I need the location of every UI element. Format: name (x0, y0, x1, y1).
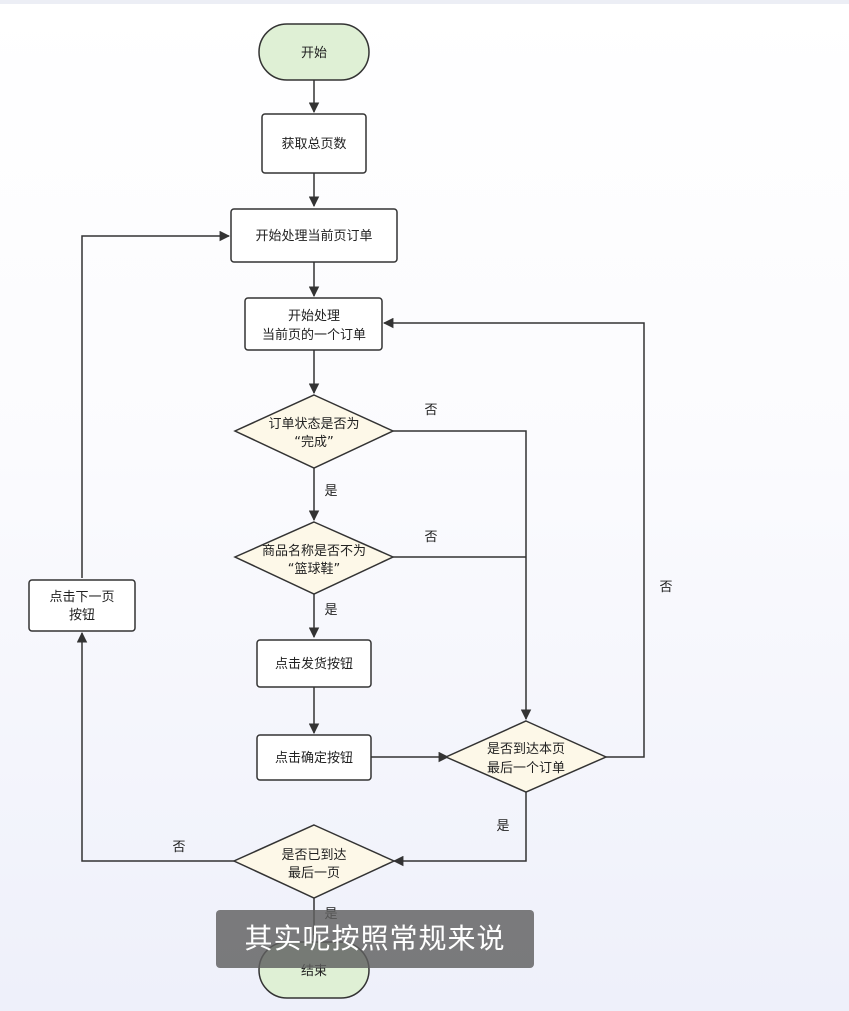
click-confirm-node (256, 734, 372, 781)
process-one-order-node (244, 297, 383, 351)
name-yes-label: 是 (324, 603, 337, 618)
last-order-yes-label: 是 (496, 819, 509, 834)
process-one-order-label-line1: 开始处理 (288, 309, 340, 324)
process-one-order-label-line2: 当前页的一个订单 (262, 327, 366, 343)
last-order-label-line1: 是否到达本页 (487, 742, 565, 757)
last-page-decision (232, 824, 396, 899)
last-order-decision (444, 720, 608, 793)
next-page-node (28, 579, 136, 632)
edge-next-page-to-process-page (81, 230, 231, 578)
status-no-label: 否 (424, 403, 437, 418)
edge-last-order-no (382, 317, 645, 758)
process-current-page-label: 开始处理当前页订单 (255, 228, 372, 244)
last-order-no-label: 否 (659, 580, 672, 595)
process-current-page-node (230, 208, 398, 263)
check-name-label-line1: 商品名称是否不为 (262, 543, 366, 559)
last-page-no-label: 否 (172, 840, 185, 855)
check-status-label-line1: 订单状态是否为 (268, 417, 359, 432)
check-status-label-line2: “完成” (294, 435, 333, 450)
next-page-label-line2: 按钮 (69, 608, 95, 623)
last-page-label-line2: 最后一页 (288, 866, 340, 881)
start-label: 开始 (301, 46, 327, 61)
click-confirm-label: 点击确定按钮 (275, 751, 353, 766)
status-yes-label: 是 (324, 484, 337, 499)
last-page-label-line1: 是否已到达 (281, 848, 346, 863)
start-node (258, 23, 370, 81)
check-name-label-line2: “篮球鞋” (288, 561, 340, 577)
check-status-decision (233, 394, 395, 469)
edge-last-order-yes (392, 792, 527, 867)
edge-check-status-no (393, 430, 532, 721)
click-ship-label: 点击发货按钮 (275, 656, 353, 672)
edge-last-page-no (76, 631, 234, 862)
last-order-label-line2: 最后一个订单 (487, 761, 565, 776)
video-subtitle: 其实呢按照常规来说 (216, 910, 534, 968)
top-border (0, 0, 849, 4)
check-name-decision (233, 521, 395, 595)
get-total-pages-label: 获取总页数 (281, 137, 346, 152)
next-page-label-line1: 点击下一页 (49, 590, 114, 605)
name-no-label: 否 (424, 530, 437, 545)
click-ship-node (256, 639, 372, 688)
get-total-pages-node (261, 113, 367, 174)
